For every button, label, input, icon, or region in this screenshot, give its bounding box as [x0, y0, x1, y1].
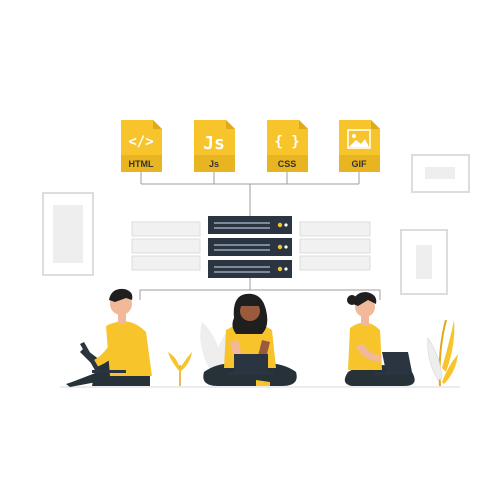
file-icon-gif: GIF [339, 120, 380, 172]
html-code-glyph: </> [128, 134, 153, 150]
server-rack-right [299, 221, 371, 271]
laptop-icon [228, 354, 274, 375]
js-glyph: Js [203, 133, 225, 154]
file-label-html: HTML [129, 159, 154, 169]
plant-small-icon [168, 352, 192, 386]
plant-tall-icon [427, 319, 458, 387]
laptop-icon [80, 342, 126, 373]
file-label-gif: GIF [352, 159, 368, 169]
server-rack-main [208, 216, 292, 278]
image-icon [347, 129, 371, 149]
file-icon-css: { } CSS [267, 120, 308, 172]
wall-frame-bottom-right [400, 229, 448, 295]
file-icon-js: Js Js [194, 120, 235, 172]
person-left-with-laptop [66, 288, 152, 387]
server-rack-left [131, 221, 201, 271]
network-lines [139, 172, 381, 300]
wall-frame-left [42, 192, 94, 276]
wall-frame-top-right [411, 154, 470, 193]
file-icon-html: </> HTML [121, 120, 162, 172]
file-label-js: Js [209, 159, 219, 169]
css-braces-glyph: { } [274, 134, 299, 150]
person-right-with-laptop [344, 292, 415, 386]
person-middle-with-laptop [203, 293, 297, 386]
laptop-icon [374, 352, 412, 375]
file-label-css: CSS [278, 159, 297, 169]
